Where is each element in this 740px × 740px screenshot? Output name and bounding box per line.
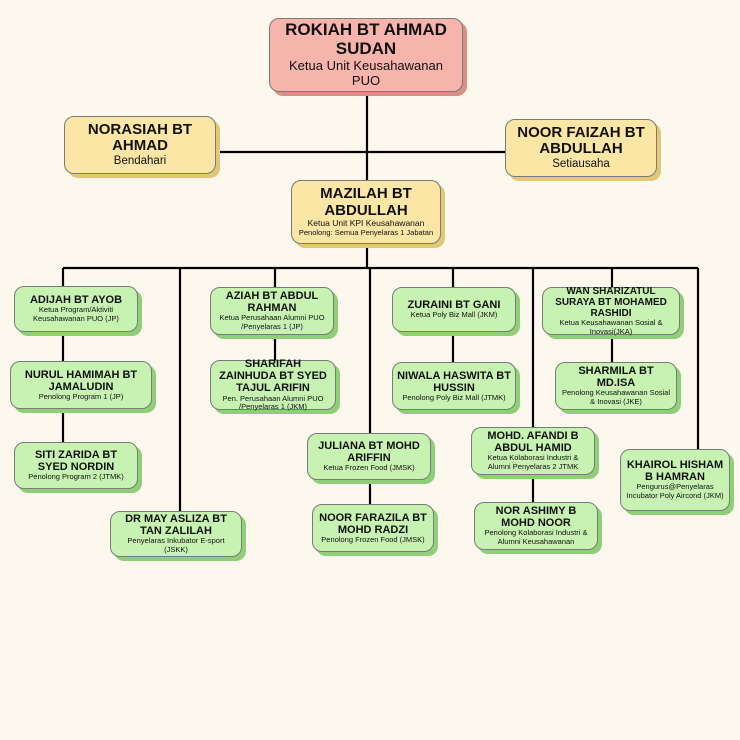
node-name: DR MAY ASLIZA BT TAN ZALILAH	[125, 513, 227, 538]
node-name: NOOR FARAZILA BT MOHD RADZI	[319, 511, 427, 536]
node-name: NIWALA HASWITA BT HUSSIN	[397, 369, 511, 394]
node-role: Pengurus@Penyelaras Incubator Poly Airco…	[626, 482, 724, 501]
node-name: KHAIROL HISHAM B HAMRAN	[626, 459, 724, 484]
node-dr-may: DR MAY ASLIZA BT TAN ZALILAH Penyelaras …	[110, 511, 242, 557]
node-adijah: ADIJAH BT AYOB Ketua Program/Aktiviti Ke…	[14, 286, 138, 332]
node-role: Penolong Program 2 (JTMK)	[28, 472, 124, 482]
node-name: ROKIAH BT AHMAD SUDAN	[285, 20, 447, 59]
node-zuraini: ZURAINI BT GANI Ketua Poly Biz Mall (JKM…	[392, 287, 516, 332]
node-role: Penyelaras Inkubator E-sport (JSKK)	[127, 536, 225, 555]
node-name: JULIANA BT MOHD ARIFFIN	[318, 440, 420, 465]
node-role: Ketua Keusahawanan Sosial & Inovasi(JKA)	[559, 317, 663, 336]
node-name: AZIAH BT ABDUL RAHMAN	[225, 290, 319, 315]
node-role: Penolong Kolaborasi Industri & Alumni Ke…	[484, 528, 588, 547]
node-role: Bendahari	[113, 154, 167, 167]
node-norasiah: NORASIAH BT AHMAD Bendahari	[64, 116, 216, 174]
node-name: WAN SHARIZATUL SURAYA BT MOHAMED RASHIDI	[555, 285, 667, 319]
node-role: Ketua Kolaborasi Industri & Alumni Penye…	[487, 453, 579, 472]
node-aziah: AZIAH BT ABDUL RAHMAN Ketua Perusahaan A…	[210, 287, 334, 335]
node-role: Penolong Poly Biz Mall (JTMK)	[402, 392, 506, 402]
node-sharmila: SHARMILA BT MD.ISA Penolong Keusahawanan…	[555, 362, 677, 410]
node-role: Penolong Frozen Food (JMSK)	[321, 534, 425, 544]
node-juliana: JULIANA BT MOHD ARIFFIN Ketua Frozen Foo…	[307, 433, 431, 480]
node-role: Ketua Program/Aktiviti Keusahawanan PUO …	[33, 305, 119, 324]
node-role: Penolong Keusahawanan Sosial & Inovasi (…	[562, 388, 670, 407]
node-name: NURUL HAMIMAH BT JAMALUDIN	[24, 368, 138, 393]
node-name: NOR ASHIMY B MOHD NOOR	[495, 505, 577, 530]
node-role: Ketua Unit KPI Keusahawanan	[307, 218, 425, 229]
node-nor-ashimy: NOR ASHIMY B MOHD NOOR Penolong Kolabora…	[474, 502, 598, 550]
node-role: Setiausaha	[552, 157, 610, 170]
node-khairol: KHAIROL HISHAM B HAMRAN Pengurus@Penyela…	[620, 449, 730, 511]
node-role: Pen. Perusahaan Alumni PUO /Penyelaras 1…	[222, 393, 324, 412]
node-name: SHARMILA BT MD.ISA	[578, 365, 654, 390]
node-nurul: NURUL HAMIMAH BT JAMALUDIN Penolong Prog…	[10, 361, 152, 409]
node-noor-farazila: NOOR FARAZILA BT MOHD RADZI Penolong Fro…	[312, 504, 434, 552]
node-name: MOHD. AFANDI B ABDUL HAMID	[487, 430, 579, 455]
node-siti: SITI ZARIDA BT SYED NORDIN Penolong Prog…	[14, 442, 138, 489]
node-name: NORASIAH BT AHMAD	[87, 120, 193, 155]
node-name: MAZILAH BT ABDULLAH	[320, 185, 412, 219]
node-niwala: NIWALA HASWITA BT HUSSIN Penolong Poly B…	[392, 362, 516, 410]
node-role: Ketua Poly Biz Mall (JKM)	[410, 310, 498, 320]
node-rokiah: ROKIAH BT AHMAD SUDAN Ketua Unit Keusaha…	[269, 18, 463, 92]
node-name: SITI ZARIDA BT SYED NORDIN	[34, 449, 118, 474]
node-name: ADIJAH BT AYOB	[29, 294, 123, 307]
node-role: Penolong Program 1 (JP)	[38, 391, 124, 401]
node-role: Ketua Frozen Food (JMSK)	[323, 463, 415, 473]
node-role: Ketua Unit Keusahawanan PUO	[289, 57, 443, 88]
node-name: ZURAINI BT GANI	[407, 299, 501, 312]
node-role: Ketua Perusahaan Alumni PUO /Penyelaras …	[219, 313, 325, 332]
node-wan: WAN SHARIZATUL SURAYA BT MOHAMED RASHIDI…	[542, 285, 680, 336]
node-name: SHARIFAH ZAINHUDA BT SYED TAJUL ARIFIN	[219, 358, 327, 395]
node-noor-faizah: NOOR FAIZAH BT ABDULLAH Setiausaha	[505, 119, 657, 177]
node-afandi: MOHD. AFANDI B ABDUL HAMID Ketua Kolabor…	[471, 427, 595, 475]
node-mazilah: MAZILAH BT ABDULLAH Ketua Unit KPI Keusa…	[291, 180, 441, 244]
node-role-secondary: Penolong: Semua Penyelaras 1 Jabatan	[298, 228, 434, 238]
node-sharifah: SHARIFAH ZAINHUDA BT SYED TAJUL ARIFIN P…	[210, 358, 336, 412]
node-name: NOOR FAIZAH BT ABDULLAH	[517, 123, 645, 158]
